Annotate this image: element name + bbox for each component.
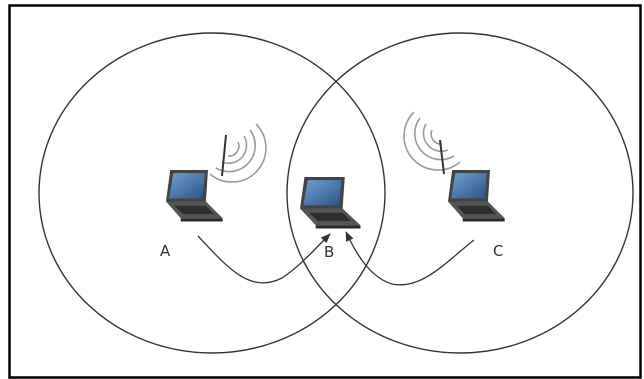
node-b: B bbox=[300, 177, 361, 261]
antenna-c bbox=[439, 139, 445, 175]
range-circle-a bbox=[38, 32, 386, 354]
node-label-a: A bbox=[160, 242, 171, 260]
node-c: C bbox=[403, 111, 505, 260]
node-label-c: C bbox=[493, 242, 503, 260]
node-a: A bbox=[160, 123, 267, 260]
wifi-signal-icon bbox=[209, 123, 267, 183]
node-label-b: B bbox=[324, 243, 334, 261]
laptop-icon bbox=[448, 170, 505, 222]
arrow-a-to-b bbox=[197, 233, 331, 284]
wifi-signal-icon bbox=[403, 111, 461, 171]
diagram-frame bbox=[8, 4, 642, 379]
arrow-c-to-b bbox=[345, 231, 475, 286]
range-circle-c bbox=[286, 32, 634, 354]
antenna-a bbox=[221, 134, 227, 177]
laptop-icon bbox=[300, 177, 361, 229]
